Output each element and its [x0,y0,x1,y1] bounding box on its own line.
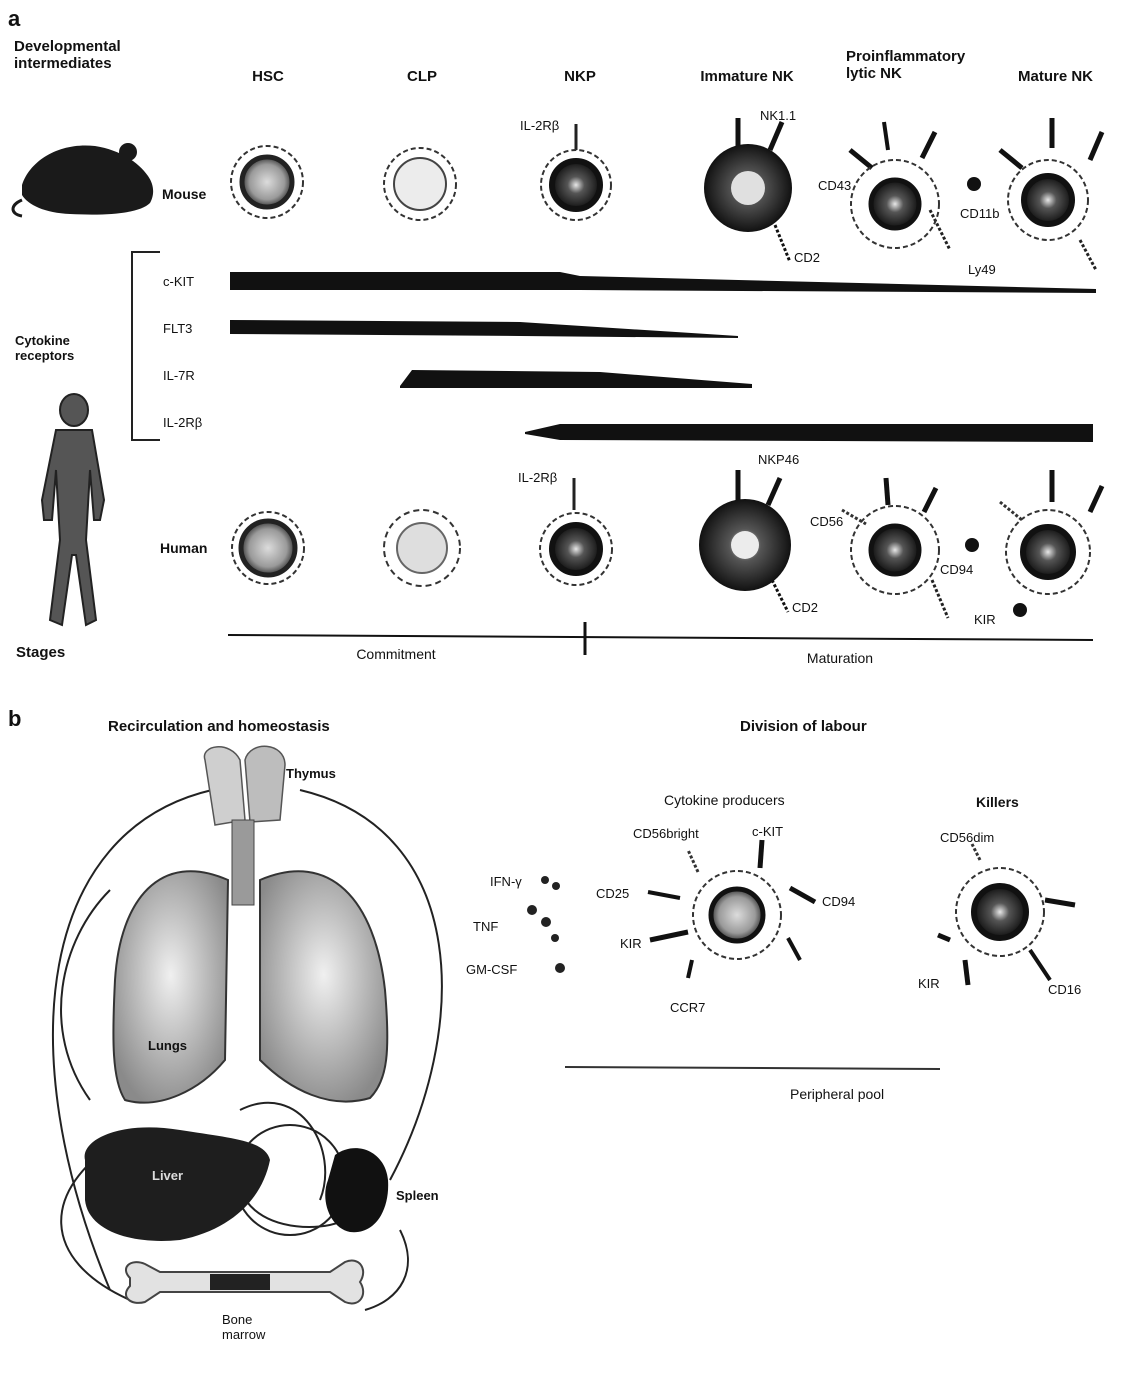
mouse-silhouette-icon [13,143,153,216]
cytokine-tnf: TNF [473,919,498,934]
species-label-human: Human [160,540,207,556]
species-label-mouse: Mouse [162,186,206,202]
axis-label-maturation: Maturation [807,650,873,666]
bar-il7r [400,370,752,388]
cytokine-gmcsf: GM-CSF [466,962,517,977]
liver-icon [85,1127,270,1241]
peripheral-pool-line [565,1067,940,1069]
organ-label-thymus: Thymus [286,766,336,781]
cell-clp-mouse [384,148,456,220]
cell-mature-human [1000,470,1102,617]
recirculation-title: Recirculation and homeostasis [108,718,330,735]
cell-nkp-human [540,478,612,585]
receptor-bars [230,272,1096,442]
cell-lytic-human [842,478,979,618]
receptor-bracket [132,252,160,440]
producer-marker-kir: KIR [620,936,642,951]
mouse-marker-cd11b: CD11b [960,206,1000,221]
cell-clp-human [384,510,460,586]
cytokine-ifng: IFN-γ [490,874,522,889]
stage-label-nkp: NKP [564,68,596,85]
panel-b-letter: b [8,706,21,732]
panel-a-letter: a [8,6,20,32]
bar-il2rb [525,424,1093,442]
human-marker-cd94: CD94 [940,562,973,577]
receptor-label-flt3: FLT3 [163,321,192,336]
trachea-icon [232,820,254,905]
human-marker-nkp46: NKP46 [758,452,799,467]
stage-label-clp: CLP [407,68,437,85]
producer-marker-cd25: CD25 [596,886,629,901]
mouse-cells [231,118,1102,270]
axis-label-commitment: Commitment [356,646,435,662]
cell-lytic-mouse [850,122,981,250]
stage-label-immature-nk: Immature NK [700,68,793,85]
mouse-marker-ly49: Ly49 [968,262,996,277]
cytokine-producer-cell [648,840,815,978]
producer-marker-cd56bright: CD56bright [633,826,699,841]
organ-label-liver: Liver [152,1168,183,1183]
cytokine-receptors-title: Cytokine receptors [15,333,110,363]
producer-marker-cd94: CD94 [822,894,855,909]
human-cells [232,470,1102,618]
bar-ckit [230,272,1096,293]
cell-mature-mouse [1000,118,1102,270]
killer-marker-cd16: CD16 [1048,982,1081,997]
bone-icon [126,1261,363,1304]
mouse-marker-nk11: NK1.1 [760,108,796,123]
mouse-marker-cd2: CD2 [794,250,820,265]
division-title: Division of labour [740,718,867,735]
receptor-label-il2rb: IL-2Rβ [163,415,202,430]
receptor-label-il7r: IL-7R [163,368,195,383]
human-marker-cd2: CD2 [792,600,818,615]
killer-marker-cd56dim: CD56dim [940,830,994,845]
spleen-icon [325,1148,388,1232]
lungs-icon [113,871,387,1102]
organ-label-lungs: Lungs [148,1038,187,1053]
cell-hsc-mouse [231,146,303,218]
stage-axis [228,635,1093,640]
cell-nkp-mouse [541,124,611,220]
killer-marker-kir: KIR [918,976,940,991]
killers-title: Killers [976,794,1019,810]
human-silhouette-icon [42,394,104,625]
thymus-icon [204,746,285,825]
killer-cell [938,844,1075,985]
stage-label-lytic-nk: Proinflammatory lytic NK [846,48,966,82]
cell-hsc-human [232,512,304,584]
mouse-marker-cd43: CD43 [818,178,851,193]
producer-marker-ccr7: CCR7 [670,1000,705,1015]
receptor-label-ckit: c-KIT [163,274,194,289]
stage-label-mature-nk: Mature NK [1018,68,1093,85]
stage-label-hsc: HSC [252,68,284,85]
producer-marker-ckit: c-KIT [752,824,783,839]
cell-immature-human [699,470,791,612]
human-marker-cd56: CD56 [810,514,843,529]
secreted-cytokines [527,876,565,973]
human-marker-kir: KIR [974,612,996,627]
organ-label-spleen: Spleen [396,1188,439,1203]
human-marker-il2rb: IL-2Rβ [518,470,557,485]
stages-label: Stages [16,644,65,661]
producers-title: Cytokine producers [664,792,785,808]
organ-label-bone-marrow: Bone marrow [222,1312,282,1342]
row-title-intermediates: Developmental intermediates [14,38,169,72]
mouse-marker-il2rb: IL-2Rβ [520,118,559,133]
cell-immature-mouse [704,118,792,262]
peripheral-pool-label: Peripheral pool [790,1086,884,1102]
bar-flt3 [230,320,738,338]
